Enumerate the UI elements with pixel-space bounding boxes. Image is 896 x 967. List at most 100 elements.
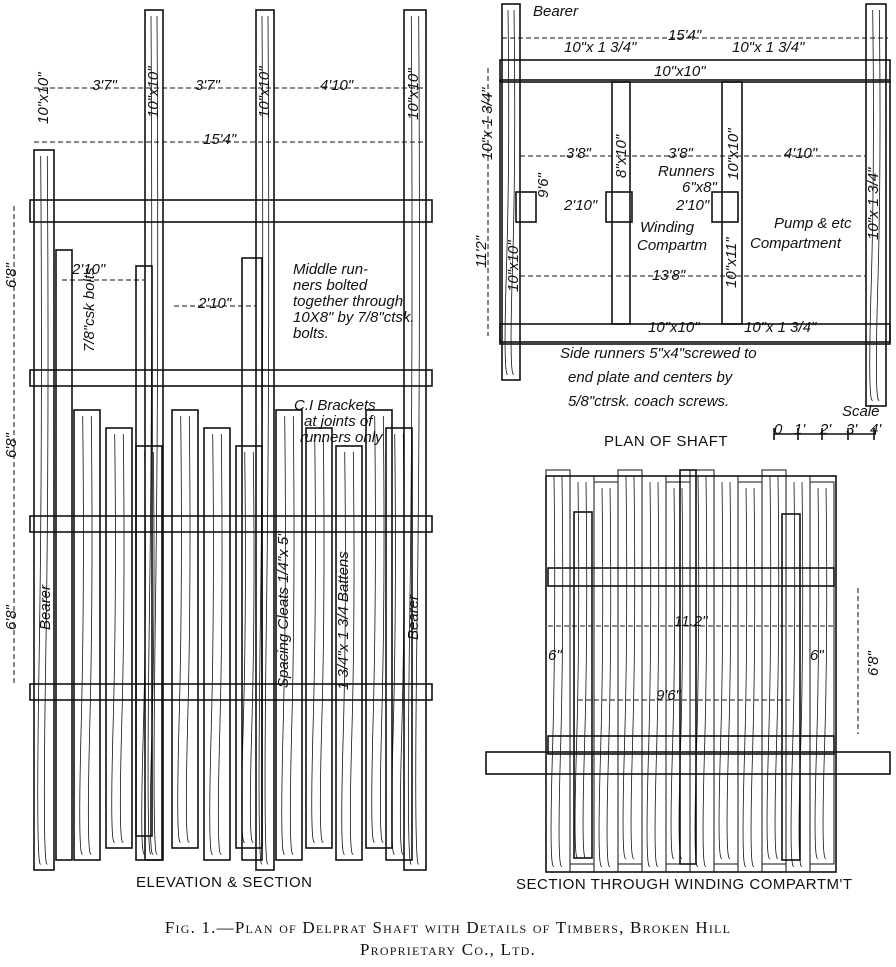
plan-runners-label: Runners [658, 163, 715, 180]
elev-bolts-note: 7/8"csk bolts [81, 267, 98, 352]
elev-batten-grain-10 [371, 415, 385, 843]
elev-spacing-3: 4'10" [320, 77, 354, 94]
plan-runner-block-2 [605, 191, 633, 223]
plan-bearer: Bearer [533, 3, 579, 20]
section-lower-plate [547, 735, 835, 755]
elev-set-spacing-2: 6'8" [3, 433, 20, 458]
elev-post-size-2: 10"x10" [145, 66, 162, 118]
section-plank-grain-11 [790, 481, 804, 867]
elev-batten-grain-4 [177, 415, 191, 843]
section-plank-grain-2 [574, 481, 588, 859]
elev-spacing-2: 3'7" [195, 77, 220, 94]
elev-runner-gap-1: 2'10" [72, 261, 106, 278]
plan-bottom-size-2: 10"x 1 3/4" [744, 319, 817, 336]
elev-spacing-1: 3'7" [92, 77, 117, 94]
elevation-caption: ELEVATION & SECTION [136, 874, 313, 891]
plan-runner-block-3 [711, 191, 739, 223]
elev-batten-grain-7 [281, 415, 295, 855]
section-plank-grain-3 [598, 487, 612, 867]
elev-batten-11 [385, 427, 413, 861]
elev-post-size-1: 10"x10" [35, 72, 52, 124]
plan-bearer-grain-2 [869, 9, 881, 401]
elev-wall-plate-1 [29, 199, 433, 223]
scale-tick-0: 0 [774, 421, 783, 438]
elev-post-grain-4 [407, 15, 420, 865]
plan-runner-gap-2: 2'10" [676, 197, 710, 214]
scale-tick-4: 4' [870, 421, 882, 438]
elev-batten-1 [73, 409, 101, 861]
scale-tick-1: 1' [794, 421, 806, 438]
plan-end-size-4: 10"x 1 3/4" [865, 167, 882, 240]
plan-top-size-1: 10"x 1 3/4" [564, 39, 637, 56]
plan-bearer-2 [865, 3, 887, 407]
section-gap-left: 6" [548, 647, 562, 664]
plan-end-size-1: 10"x 1 3/4" [479, 87, 496, 160]
plan-winding-1: Winding [640, 219, 695, 236]
section-plank-8 [713, 475, 739, 865]
plan-pump-2: Compartment [750, 235, 841, 252]
plan-drawing [487, 3, 891, 440]
plan-top-size-2: 10"x 1 3/4" [732, 39, 805, 56]
elev-batten-grain-5 [209, 433, 223, 855]
elev-batten-4 [171, 409, 199, 849]
plan-end-size-2: 10"x10" [505, 240, 522, 292]
elev-batten-6 [235, 445, 263, 849]
section-plank-11 [785, 475, 811, 873]
plan-comp-width-3: 4'10" [784, 145, 818, 162]
elev-runner-1 [55, 249, 73, 861]
section-plank-9 [737, 481, 763, 873]
section-plank-grain-7 [694, 475, 708, 867]
elev-set-spacing-1: 6'8" [3, 263, 20, 288]
brackets-line-1: C.I Brackets [294, 397, 376, 414]
section-bearer [485, 751, 891, 775]
plan-runner-detail: 6"x8" [682, 179, 717, 196]
section-plank-grain-10 [766, 475, 780, 859]
elev-batten-5 [203, 427, 231, 861]
scale-tick-2: 2' [820, 421, 832, 438]
section-plank-5 [641, 475, 667, 873]
elev-post-1 [33, 149, 55, 871]
section-plank-grain-5 [646, 481, 660, 867]
elev-wall-plate-2 [29, 369, 433, 387]
plan-pump-1: Pump & etc [774, 215, 852, 232]
section-plank-1 [545, 469, 571, 873]
plan-overall-width: 15'4" [668, 27, 702, 44]
section-runner-3 [781, 513, 801, 861]
section-plank-6 [665, 481, 691, 865]
scale-title: Scale [842, 403, 880, 420]
elev-runner-gap-2: 2'10" [198, 295, 232, 312]
section-plank-grain-4 [622, 475, 636, 859]
section-plank-grain-12 [814, 487, 828, 859]
plan-top-end-plate [499, 59, 891, 83]
section-plank-grain-1 [550, 475, 564, 867]
figure-caption-line-1: Fig. 1.—Plan of Delprat Shaft with Detai… [164, 918, 732, 937]
section-plank-3 [593, 481, 619, 873]
section-upper-plate [547, 567, 835, 587]
elev-set-spacing-3: 6'8" [3, 605, 20, 630]
section-caption: SECTION THROUGH WINDING COMPARTM'T [516, 876, 853, 893]
elevation-drawing [13, 9, 433, 871]
plan-bearer-grain-1 [504, 9, 516, 375]
elev-post-size-3: 10"x10" [256, 66, 273, 118]
elev-post-grain-3 [258, 15, 270, 865]
battens-label: 1 3/4"x 1 3/4 Battens [335, 551, 352, 690]
elev-overall-width: 15'4" [203, 131, 237, 148]
elev-post-3 [255, 9, 275, 871]
section-runner-2 [679, 469, 697, 865]
section-plank-grain-9 [742, 487, 756, 867]
elev-wall-plate-4 [29, 683, 433, 701]
section-width: 11.2" [674, 613, 708, 630]
section-drawing [485, 469, 891, 873]
elev-bearer-left: Bearer [37, 584, 54, 630]
plan-bottom-size-1: 10"x10" [648, 319, 700, 336]
section-plank-4 [617, 469, 643, 865]
section-plank-12 [809, 481, 835, 865]
plan-caption: PLAN OF SHAFT [604, 433, 729, 450]
section-height: 6'8" [865, 651, 882, 676]
plan-overall-depth: 11'2" [473, 235, 490, 268]
elev-batten-grain-6 [241, 451, 255, 843]
plan-outline [499, 79, 891, 343]
elev-batten-grain-11 [391, 433, 405, 855]
